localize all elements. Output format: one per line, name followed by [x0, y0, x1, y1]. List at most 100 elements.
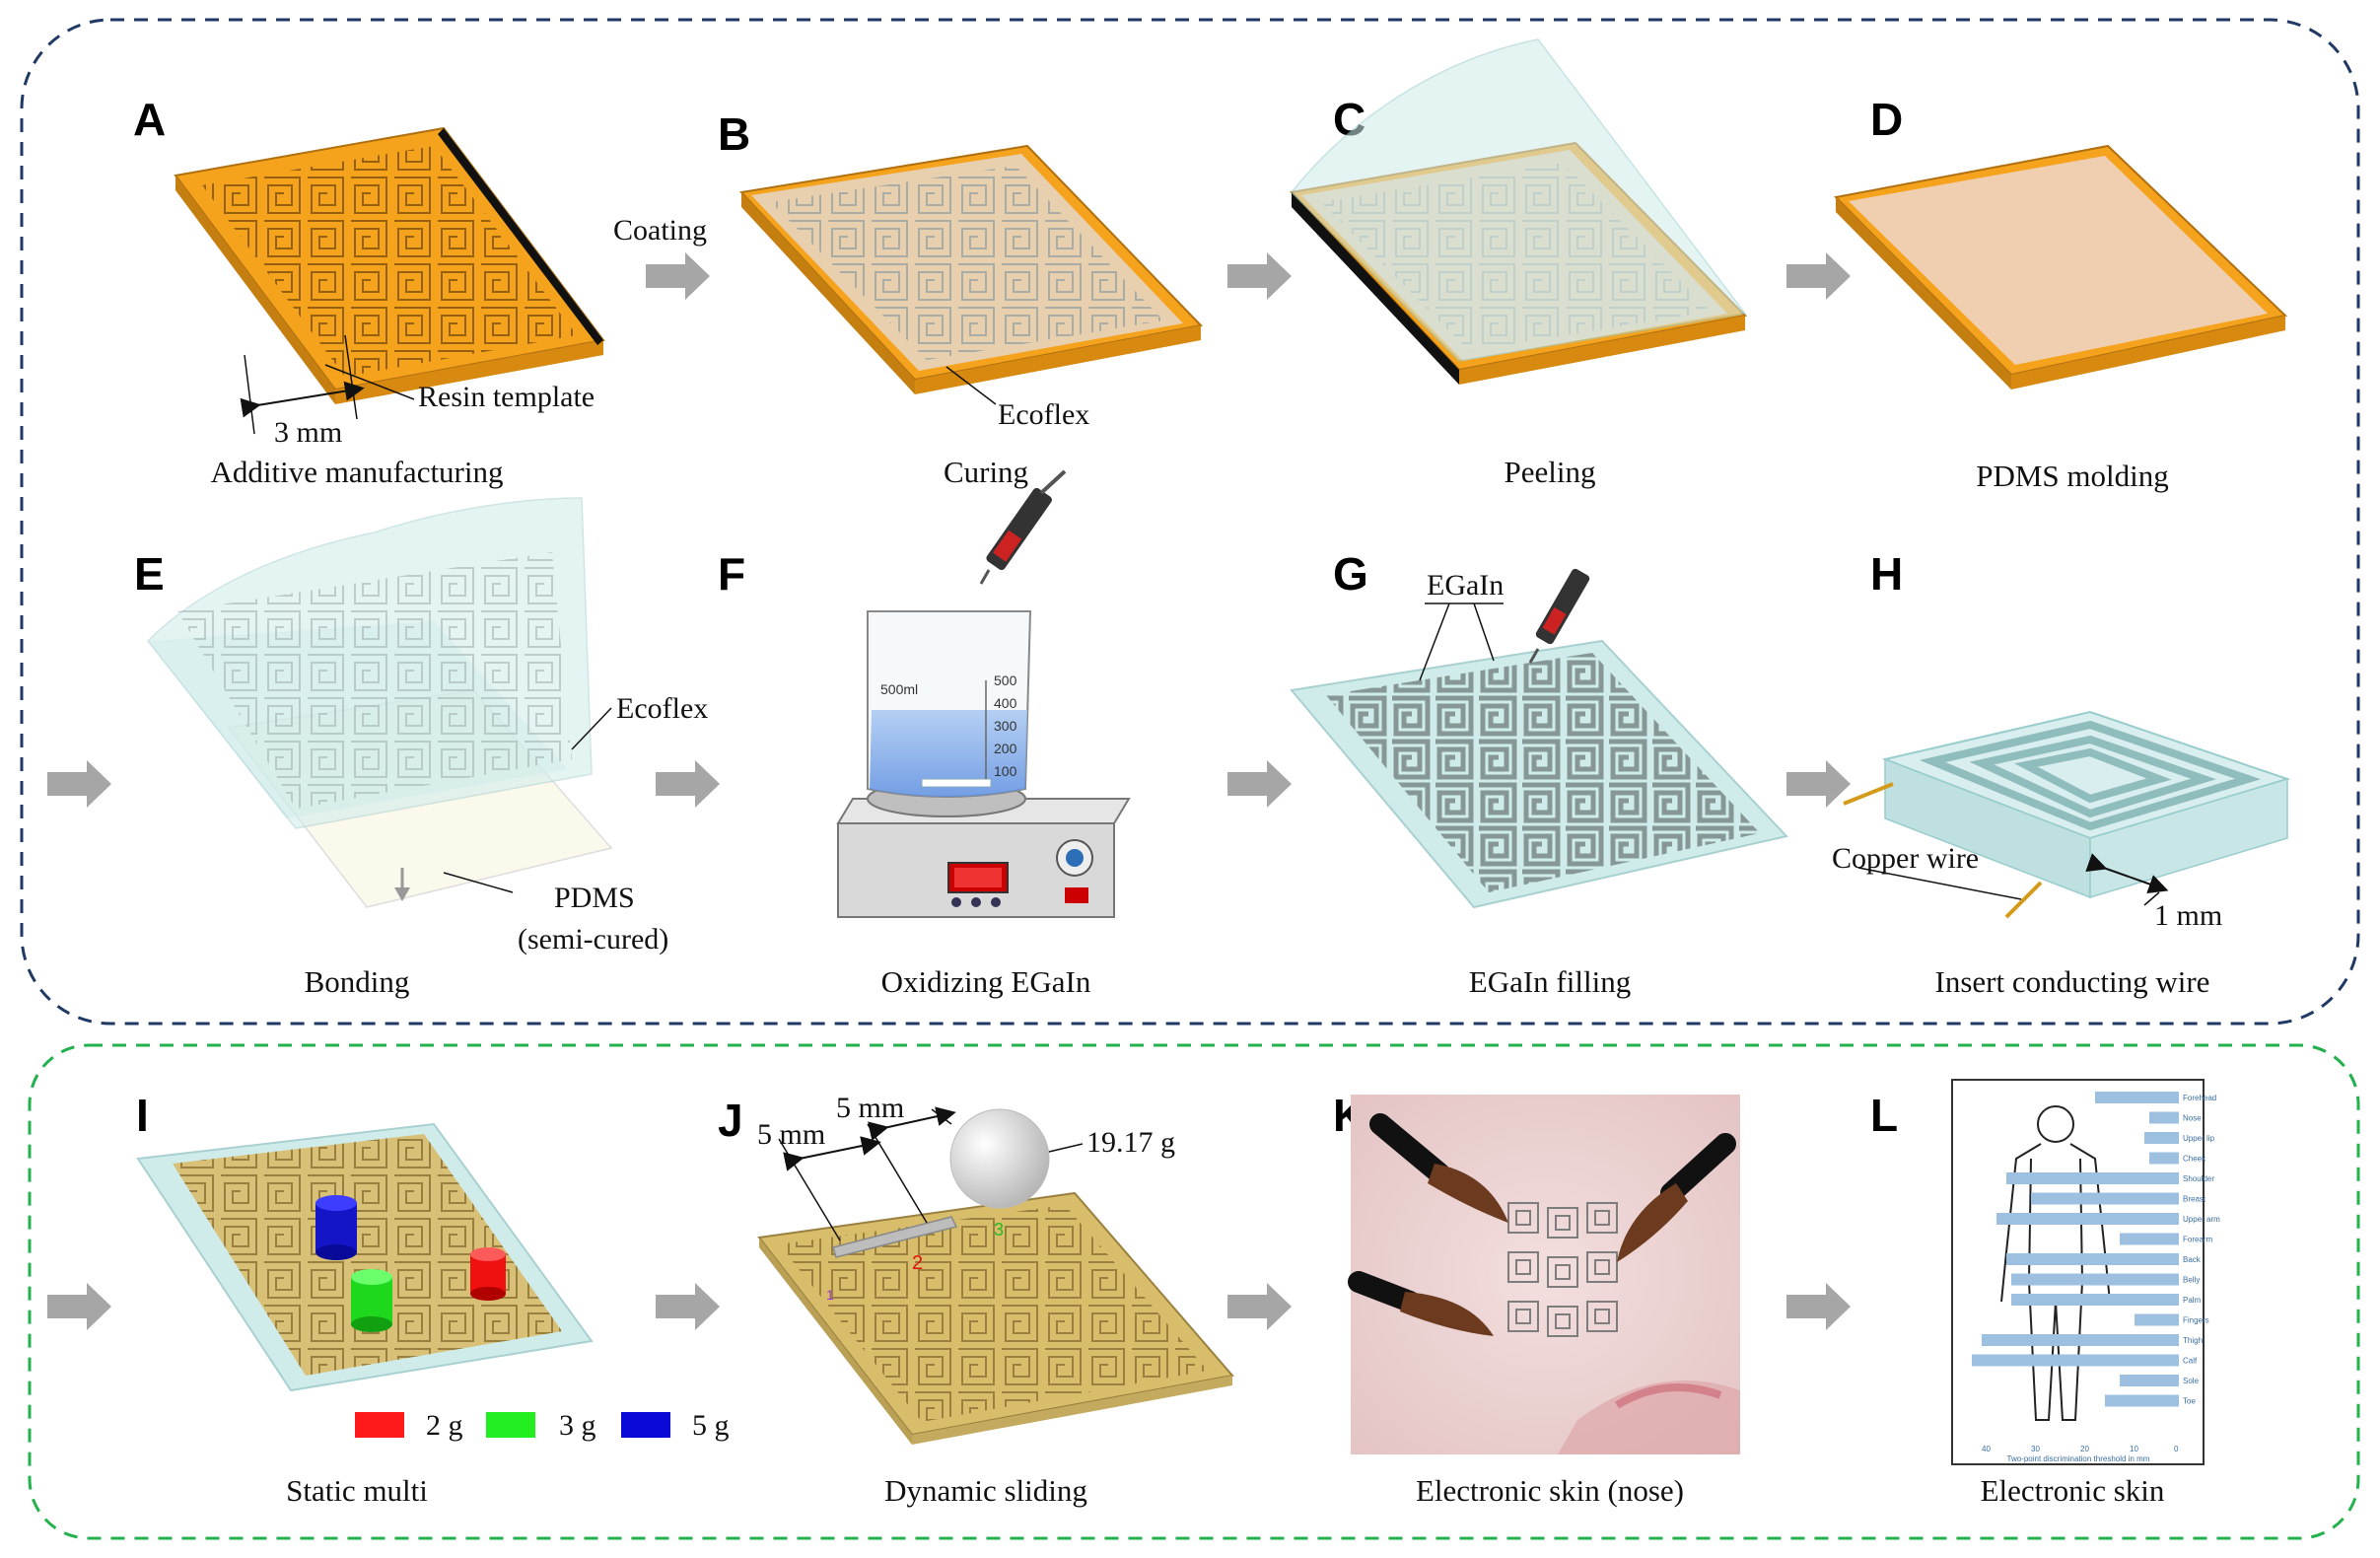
beaker-volume: 500ml [880, 681, 918, 697]
panel-f-label: F [718, 548, 745, 600]
chart-x-ticks: 40 30 20 10 0 [1982, 1445, 2179, 1453]
label-back: Back [2183, 1255, 2202, 1264]
svg-text:40: 40 [1982, 1445, 1991, 1453]
panel-l-label: L [1870, 1090, 1898, 1141]
legend-3g: 3 g [559, 1409, 596, 1442]
panel-i-label: I [136, 1090, 149, 1141]
arrow-c-d [1786, 252, 1851, 300]
caption-c: Peeling [1505, 455, 1596, 489]
bar-belly [2011, 1273, 2179, 1286]
weight-2g [470, 1247, 506, 1301]
bar-upper-arm [1996, 1213, 2179, 1225]
top-panel-border [20, 18, 2360, 1026]
label-fingers: Fingers [2183, 1316, 2209, 1325]
panel-i: I 2 g 3 g 5 g Static multi [136, 1090, 730, 1508]
weight-legend: 2 g 3 g 5 g [355, 1409, 730, 1442]
bar-fingers [2135, 1313, 2179, 1326]
slide-bar [832, 1216, 958, 1258]
label-nose: Nose [2183, 1114, 2202, 1123]
dim-1mm-line [2085, 853, 2169, 894]
panel-a: A 3 mm Resin template Additive manufactu… [133, 94, 605, 489]
legend-2g: 2 g [426, 1409, 463, 1442]
panel-j-label: J [718, 1095, 743, 1146]
legend-5g: 5 g [692, 1409, 730, 1442]
pos-2: 2 [912, 1252, 923, 1274]
caption-h: Insert conducting wire [1935, 964, 2210, 999]
dim-5mm-1: 5 mm [757, 1118, 825, 1151]
label-forehead: Forehead [2183, 1094, 2216, 1102]
label-shoulder: Shoulder [2183, 1174, 2214, 1183]
dim-5mm-2: 5 mm [836, 1092, 904, 1124]
caption-e: Bonding [305, 964, 410, 999]
dim-3mm: 3 mm [274, 416, 342, 449]
dim-3mm-line [240, 381, 365, 418]
weight-3g [351, 1269, 392, 1332]
ecoflex-label-e: Ecoflex [616, 692, 708, 725]
arrow-j-k [1227, 1283, 1292, 1330]
panel-k: K Electronic skin (nose) [1333, 1090, 1740, 1508]
rolling-ball [949, 1108, 1050, 1209]
copper-wire-left [1843, 782, 1894, 806]
caption-k: Electronic skin (nose) [1416, 1473, 1684, 1508]
label-forearm: Forearm [2183, 1236, 2213, 1244]
beaker: 500ml 500 400 300 200 100 [867, 610, 1032, 798]
caption-i: Static multi [286, 1473, 428, 1508]
resin-template-label: Resin template [418, 381, 595, 413]
panel-b-label: B [718, 108, 750, 160]
label-upper-arm: Upper arm [2183, 1215, 2220, 1224]
chart-x-label: Two-point discrimination threshold in mm [2007, 1454, 2150, 1463]
arrow-i-j [656, 1283, 720, 1330]
copper-wire-right [2004, 881, 2043, 919]
label-toe: Toe [2183, 1397, 2196, 1406]
panel-d: D PDMS molding [1833, 94, 2288, 493]
copper-wire-label: Copper wire [1832, 842, 1979, 875]
pos-3: 3 [994, 1220, 1004, 1239]
beaker-scale: 500 400 300 200 100 [985, 673, 1017, 779]
brush-icon [1369, 1113, 1508, 1223]
label-upper-lip: Upper lip [2183, 1134, 2215, 1143]
syringe-icon [1528, 568, 1590, 664]
bar-thigh [1982, 1334, 2179, 1346]
weight-5g [315, 1195, 357, 1260]
svg-text:400: 400 [994, 695, 1017, 711]
caption-a: Additive manufacturing [211, 455, 504, 489]
arrow-e-f [656, 760, 720, 808]
bar-forehead [2095, 1092, 2179, 1103]
label-sole: Sole [2183, 1377, 2200, 1385]
svg-text:30: 30 [2031, 1445, 2040, 1453]
arrow-g-h [1786, 760, 1851, 808]
bar-back [2006, 1253, 2179, 1265]
dim-1mm: 1 mm [2154, 899, 2222, 932]
bottom-panel-border [28, 1043, 2360, 1540]
brush-icon [1348, 1271, 1494, 1336]
panel-c: C Peeling [1289, 38, 1748, 489]
syringe-icon [979, 469, 1067, 585]
panel-f: F 500ml 500 [718, 469, 1131, 999]
ecoflex-label-b: Ecoflex [998, 398, 1089, 431]
arrow-into-i [47, 1283, 111, 1330]
arrow-k-l [1786, 1283, 1851, 1330]
sensor-array [1507, 1202, 1618, 1337]
panel-d-label: D [1870, 94, 1903, 145]
label-breast: Breast [2183, 1195, 2206, 1204]
panel-g-label: G [1333, 548, 1368, 600]
svg-text:500: 500 [994, 673, 1017, 688]
bar-shoulder [2006, 1172, 2179, 1184]
panel-b: B Ecoflex Curing [718, 108, 1204, 489]
legend-swatch-3g [486, 1412, 535, 1438]
label-calf: Calf [2183, 1357, 2198, 1366]
svg-text:20: 20 [2080, 1445, 2089, 1453]
arrow-f-g [1227, 760, 1292, 808]
bar-calf [1972, 1354, 2179, 1367]
resin-template-plate [174, 126, 605, 404]
caption-b: Curing [944, 455, 1028, 489]
bar-sole [2120, 1375, 2179, 1386]
panel-h: H Copper wire 1 mm Insert conducting wir… [1832, 548, 2291, 999]
coating-label: Coating [613, 214, 707, 247]
pdms-label: PDMS [554, 882, 635, 914]
bar-palm [2011, 1294, 2179, 1306]
svg-text:0: 0 [2174, 1445, 2179, 1453]
bar-cheek [2149, 1152, 2179, 1165]
panel-j: J 5 mm 5 mm 19.17 g 1 2 3 Dynamic slidin… [718, 1092, 1234, 1508]
